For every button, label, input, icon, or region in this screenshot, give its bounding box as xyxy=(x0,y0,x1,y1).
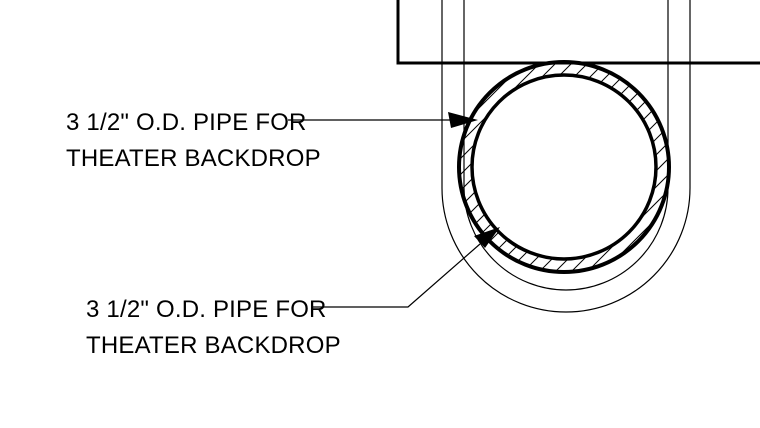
callout-top-line2: THEATER BACKDROP xyxy=(66,145,321,172)
hatch-line xyxy=(459,62,631,272)
hatch-line xyxy=(459,62,647,272)
hanger-outer-outline xyxy=(441,0,691,313)
callout-leader-top xyxy=(288,112,478,128)
hatch-line xyxy=(561,62,669,272)
hatch-line xyxy=(465,62,669,272)
hanger-inner-outline xyxy=(463,0,669,291)
hatch-line xyxy=(497,62,669,272)
pipe-outer-wall xyxy=(457,60,671,274)
support-block-outline xyxy=(396,0,760,65)
pipe-inner-wall xyxy=(470,73,658,261)
hatch-line xyxy=(674,37,760,297)
arrowhead-bottom-icon xyxy=(474,227,500,248)
hatch-line xyxy=(609,62,669,272)
hatch-line xyxy=(459,62,663,272)
hatch-line xyxy=(481,62,669,272)
callout-leader-bottom xyxy=(312,227,500,308)
arrowhead-top-icon xyxy=(448,112,478,128)
hatch-line xyxy=(625,62,669,272)
callout-bottom-line1: 3 1/2" O.D. PIPE FOR xyxy=(86,296,327,323)
callout-bottom-line2: THEATER BACKDROP xyxy=(86,332,341,359)
hatch-line xyxy=(657,62,669,272)
callout-top-line1: 3 1/2" O.D. PIPE FOR xyxy=(66,109,307,136)
hatch-line xyxy=(459,62,567,272)
